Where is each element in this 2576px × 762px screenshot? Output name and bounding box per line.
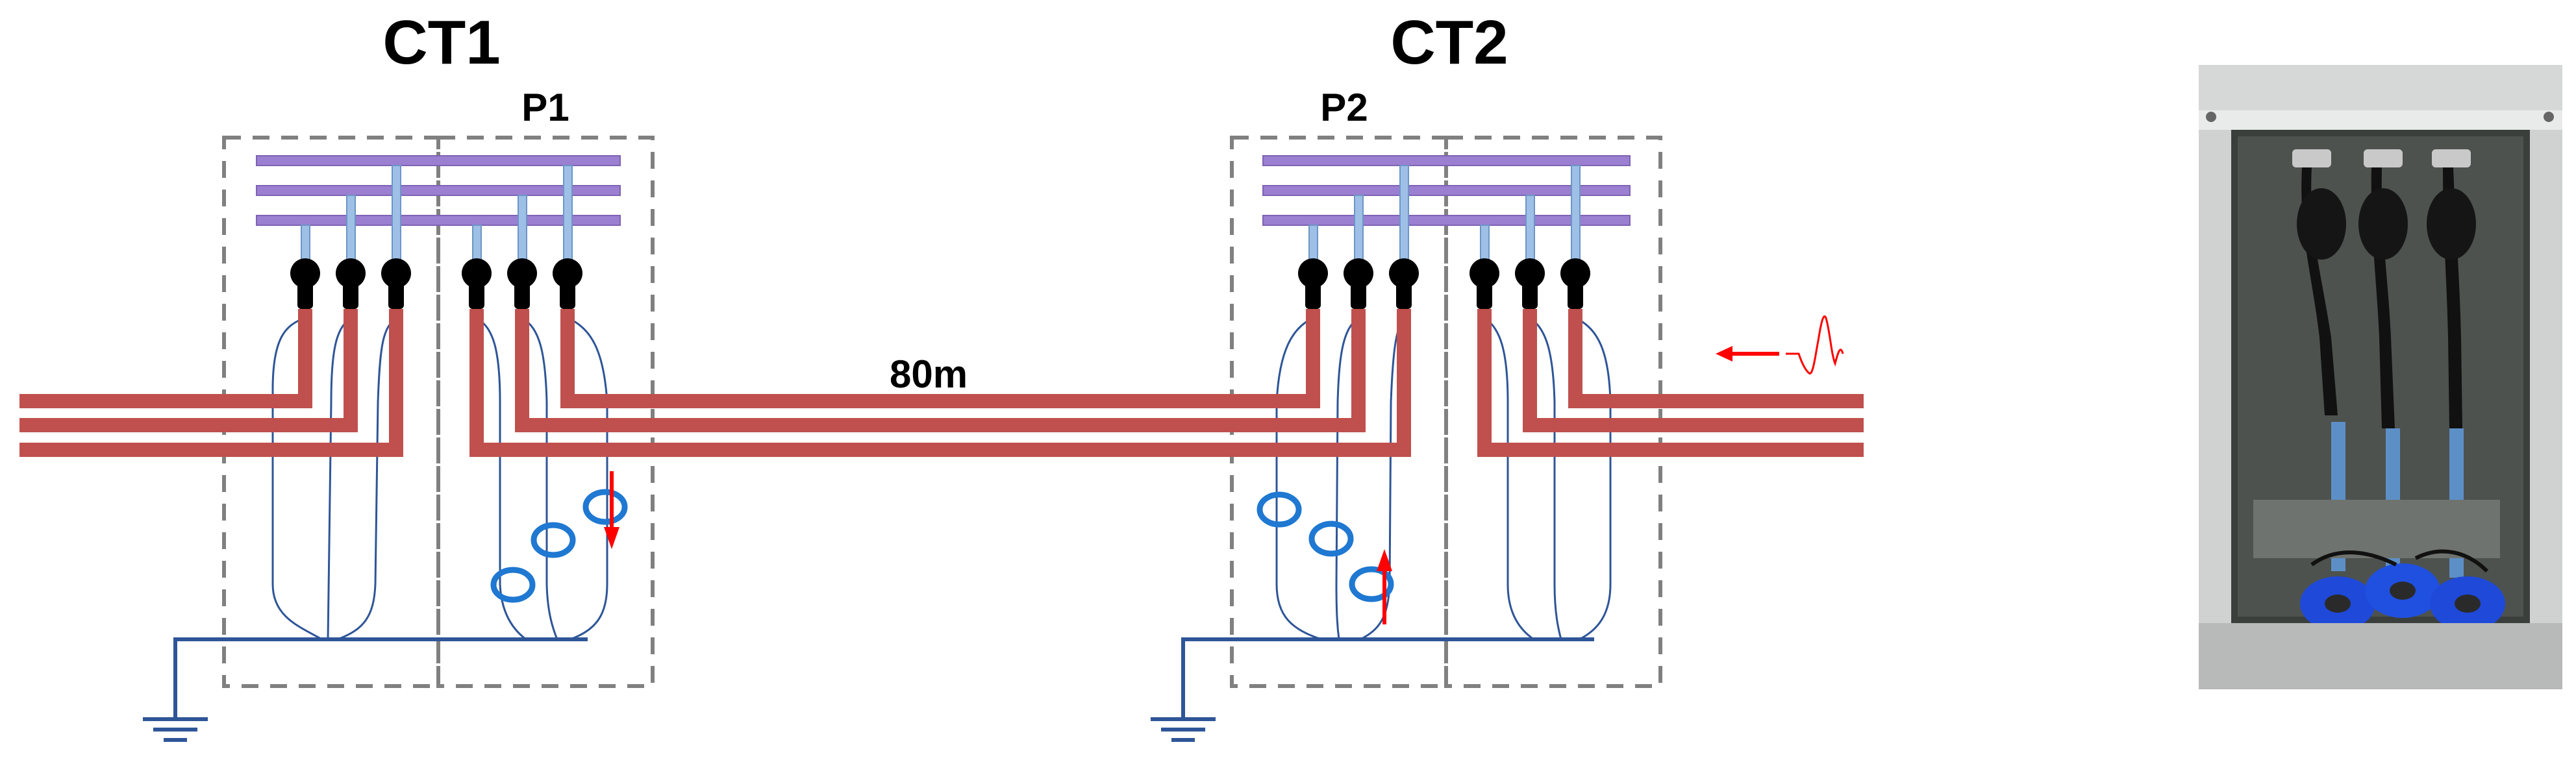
ct2-riser [1308, 225, 1318, 260]
phase-cable [19, 309, 403, 457]
ct1-left-cubicle [222, 136, 440, 688]
ct1-label: CT1 [382, 8, 500, 77]
ct2-current-arrowhead [1377, 549, 1392, 571]
termination-icon [1560, 258, 1590, 309]
ct2-riser [1399, 165, 1409, 260]
ct2-left-cubicle-p2 [1230, 136, 1448, 688]
phase-cable [1477, 309, 1864, 457]
termination-icon [381, 258, 411, 309]
phase-cable-link [560, 309, 1320, 408]
termination-icon [1298, 258, 1328, 309]
phase-cable [1568, 309, 1864, 408]
ground-icon [143, 717, 208, 742]
phase-cable-link [515, 309, 1366, 432]
termination-icon [1469, 258, 1499, 309]
phase-cable [19, 309, 312, 408]
ct2-shield-wire [1529, 317, 1562, 640]
ct2-busbar-2 [1262, 185, 1631, 196]
ct-ring-icon [531, 522, 576, 558]
ct1-station [143, 136, 655, 742]
termination-icon [507, 258, 537, 309]
ct1-riser [472, 225, 482, 260]
ct1-busbar-1 [256, 155, 621, 166]
ct1-shield-wire [521, 317, 558, 640]
ct1-riser [346, 195, 356, 260]
ground-icon [1151, 717, 1216, 742]
termination-icon [1344, 258, 1373, 309]
three-phase-cable [19, 309, 1864, 457]
ct1-right-cubicle-p1 [436, 136, 655, 688]
ct2-station [1151, 136, 1662, 742]
ct2-riser [1525, 195, 1535, 260]
ct1-busbar-2 [256, 185, 621, 196]
ct-ring-icon [1349, 566, 1394, 602]
ct-ring-icon [582, 489, 628, 525]
ct2-right-cubicle [1444, 136, 1662, 688]
ct1-riser [518, 195, 527, 260]
ct1-shield-wire [337, 317, 397, 641]
ct-ring-icon [1308, 521, 1354, 557]
ct1-riser [563, 165, 573, 260]
ct2-label: CT2 [1390, 8, 1508, 77]
ct2-busbar-1 [1262, 155, 1631, 166]
ct1-riser [301, 225, 310, 260]
ct2-riser [1571, 165, 1581, 260]
termination-icon [553, 258, 582, 309]
ct1-earth-bar [173, 637, 588, 719]
ct1-shield-wire [476, 317, 527, 641]
ct-ring-icon [1257, 491, 1302, 528]
phase-cable-link [469, 309, 1411, 457]
phase-cable [1523, 309, 1864, 432]
ct2-shield-wire [1335, 317, 1359, 640]
termination-icon [336, 258, 366, 309]
ct2-riser [1480, 225, 1490, 260]
p1-label: P1 [521, 86, 569, 129]
ct1-current-arrowhead [604, 527, 619, 549]
ct1-riser [392, 165, 401, 260]
termination-icon [1389, 258, 1419, 309]
termination-icon [1515, 258, 1545, 309]
termination-icon [462, 258, 492, 309]
ct1-shield-wire [271, 317, 323, 641]
distance-label: 80m [890, 352, 968, 396]
p2-label: P2 [1320, 86, 1368, 129]
termination-icon [290, 258, 320, 309]
ct2-earth-bar [1181, 637, 1594, 719]
ct2-riser [1354, 195, 1364, 260]
pulse-waveform-icon [1716, 315, 1844, 375]
ct2-shield-wire [1484, 317, 1534, 641]
ct-ring-icon [490, 567, 536, 603]
phase-cable [19, 309, 358, 432]
cabinet-photo [2199, 65, 2562, 689]
